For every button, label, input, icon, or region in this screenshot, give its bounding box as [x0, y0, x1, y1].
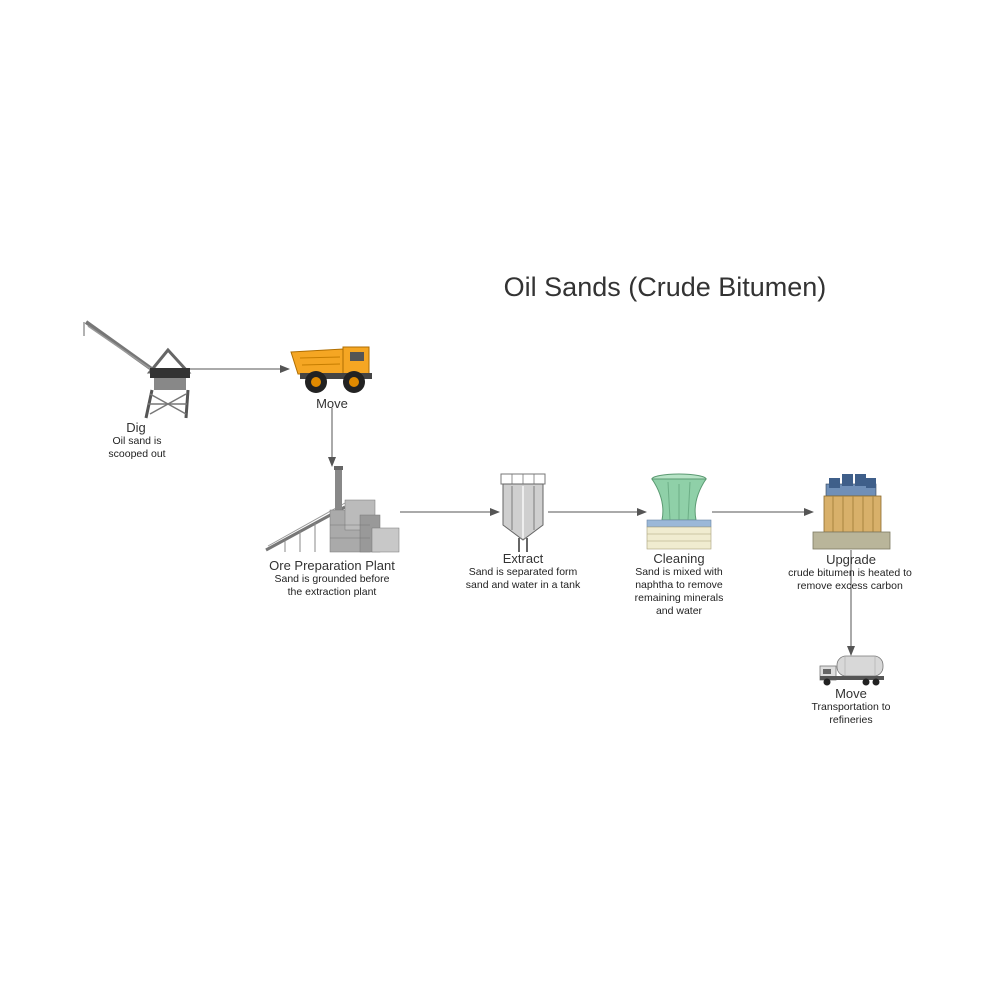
step-label-upgrade: Upgrade — [826, 552, 876, 567]
step-label-dig: Dig — [126, 420, 146, 435]
crane-icon — [83, 320, 192, 419]
upgrader-plant-icon — [812, 474, 891, 550]
step-label-transport-move: Move — [835, 686, 867, 701]
step-label-move: Move — [316, 396, 348, 411]
step-label-cleaning: Cleaning — [653, 551, 705, 566]
dump-truck-icon — [290, 346, 372, 393]
tanker-truck-icon — [819, 655, 884, 686]
step-label-ore-preparation-plant: Ore Preparation Plant — [269, 558, 395, 573]
cooling-tower-icon — [646, 473, 712, 550]
diagram-title: Oil Sands (Crude Bitumen) — [503, 272, 827, 302]
step-label-extract: Extract — [502, 551, 544, 566]
silo-tank-icon — [500, 473, 546, 552]
factory-icon — [265, 466, 400, 553]
